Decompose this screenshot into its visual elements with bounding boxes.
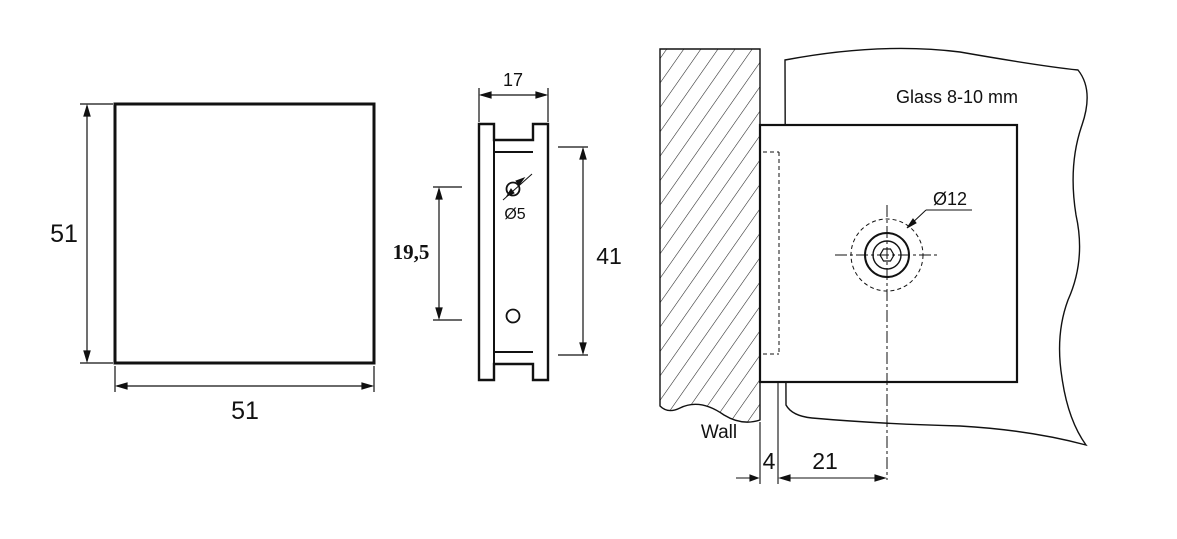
slot-height-label: 41 [596,243,622,269]
screw-cap-label: Ø12 [933,189,967,209]
side-width-label: 17 [503,70,523,90]
slot-height-dimension [558,146,588,356]
screw-cap [835,205,939,480]
front-width-label: 51 [231,397,259,425]
front-height-label: 51 [50,220,78,248]
side-width-dimension [478,88,549,122]
wall-section [659,48,761,423]
glass-panel [784,47,1088,447]
hole-spacing-dimension [433,186,462,321]
hole-spacing-label: 19,5 [393,240,430,264]
clamp-front-outline [113,102,376,365]
side-hole-top [505,181,521,197]
clamp-plate [758,123,1019,384]
gap-label: 4 [763,448,776,474]
hole-diameter-label: Ø5 [504,206,525,223]
front-view: 51 51 [50,102,376,425]
wall-label: Wall [701,422,737,443]
screw-cap-leader [906,209,972,229]
clamp-side-profile [477,122,550,382]
front-height-dimension [80,103,113,364]
hidden-back-plate [763,151,780,355]
install-view: Wall Glass 8-10 mm Ø12 [659,47,1088,484]
hole-diameter-leader [502,173,533,201]
offset-label: 21 [812,448,838,474]
side-view: Ø5 17 19,5 41 [393,70,622,382]
side-hole-bottom [505,308,521,324]
front-width-dimension [114,366,375,392]
gap-offset-dimensions [736,382,887,484]
glass-label: Glass 8-10 mm [896,87,1018,107]
